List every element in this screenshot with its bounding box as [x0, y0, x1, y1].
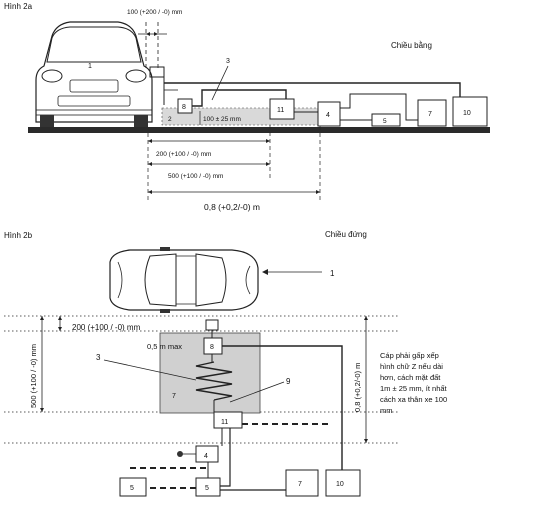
fig2a-title: Hình 2a: [4, 2, 33, 11]
fig2a-dim-500-text: 500 (+100 / -0) mm: [168, 173, 223, 180]
fig2a-car-label: 1: [88, 63, 92, 70]
fig2b-label-9: 9: [286, 377, 291, 386]
fig2a-dim-inner: 100 ± 25 mm: [203, 116, 241, 123]
fig2b-box-5a-label: 5: [130, 485, 134, 492]
fig2a-view-label: Chiều bằng: [391, 41, 432, 50]
fig2b-spring: [195, 361, 233, 401]
fig2a-box-5-label: 5: [383, 118, 387, 125]
fig2b-dim-05-text: 0,5 m max: [147, 342, 182, 351]
fig2b-label-3: 3: [96, 353, 101, 362]
fig2b-note-line-6: mm: [380, 406, 393, 415]
fig2a-cable-plug: [149, 66, 165, 105]
fig2b-box-10: [325, 469, 361, 497]
fig2b-box-11: [213, 411, 243, 429]
fig2b-box-7-label: 7: [298, 481, 302, 488]
fig2b-box-5a: [119, 477, 147, 497]
fig2a-box-7: [417, 99, 447, 127]
fig2b-view-label: Chiều đứng: [325, 230, 367, 239]
fig2b-title: Hình 2b: [4, 231, 33, 240]
fig2b-note: Cáp phải gấp xếp hình chữ Z nếu dài hơn,…: [380, 351, 448, 415]
fig2b-dim-08v-text: 0,8 (+0,2/-0) m: [353, 363, 362, 412]
fig2a-label-2: 2: [168, 116, 172, 123]
fig2b-box-7: [285, 469, 319, 497]
fig2b-note-line-4: 1m ± 25 mm, ít nhất: [380, 384, 448, 393]
fig2a-dim-top-text: 100 (+200 / -0) mm: [127, 9, 182, 16]
fig2a-box-11-label: 11: [277, 107, 284, 114]
fig2a-car: 1: [35, 21, 153, 127]
fig2a-ground: [28, 127, 490, 133]
fig2a-box-5: [371, 113, 401, 127]
fig2b-box-8-label: 8: [210, 344, 214, 351]
fig2a-dim-lower: 200 (+100 / -0) mm 500 (+100 / -0) mm 0,…: [147, 125, 321, 212]
fig2b-box-11-label: 11: [221, 419, 228, 426]
fig2b-note-line-3: hơn, cách mặt đất: [380, 373, 441, 382]
fig2b-note-line-1: Cáp phải gấp xếp: [380, 351, 439, 360]
fig2a-box-10: [452, 96, 488, 127]
fig2b-note-line-2: hình chữ Z nếu dài: [380, 362, 443, 371]
fig2b-box-10-label: 10: [336, 481, 344, 488]
fig2a-dim-08-text: 0,8 (+0,2/-0) m: [204, 202, 260, 212]
fig2a-box-8-label: 8: [182, 104, 186, 111]
fig2b-note-line-5: cách xa thân xe 100: [380, 395, 447, 404]
fig2b-box-4-label: 4: [204, 453, 208, 460]
fig2b-box-5b: [195, 477, 221, 497]
fig2b-dim-500v-text: 500 (+100 / -0) mm: [29, 344, 38, 408]
fig2a-box-4: [317, 101, 341, 127]
fig2b-car-label: 1: [330, 269, 335, 278]
fig2b-zone-label-7: 7: [172, 393, 176, 400]
fig2a-box-10-label: 10: [463, 110, 471, 117]
fig2a-label-3: 3: [226, 58, 230, 65]
fig2a-box-7-label: 7: [428, 111, 432, 118]
fig2a-box-11: [269, 98, 295, 120]
fig2b-box-5b-label: 5: [205, 485, 209, 492]
fig2b-car: [109, 247, 259, 313]
fig2a-box-4-label: 4: [326, 112, 330, 119]
fig2a-dim-mid-text: 200 (+100 / -0) mm: [156, 151, 211, 158]
fig2b-dim-200-text: 200 (+100 / -0) mm: [72, 323, 141, 332]
fig2a-dim-top: 100 (+200 / -0) mm: [127, 9, 182, 70]
